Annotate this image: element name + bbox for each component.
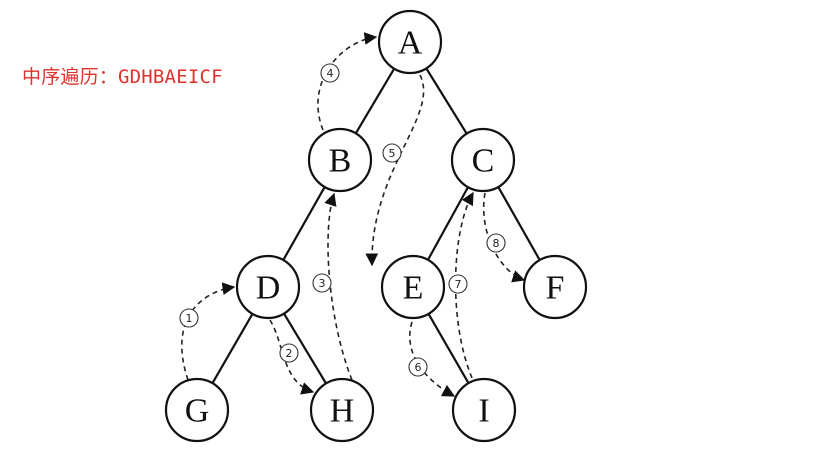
node-label-C: C	[472, 143, 495, 180]
tree-node-C: C	[450, 127, 516, 193]
svg-text:3: 3	[319, 277, 326, 290]
tree-node-E: E	[380, 254, 446, 320]
edge-A-B	[354, 68, 396, 134]
edge-D-G	[211, 313, 254, 384]
edge-E-I	[427, 313, 470, 384]
svg-text:8: 8	[493, 237, 500, 250]
edge-B-D	[282, 186, 326, 261]
svg-text:6: 6	[415, 361, 422, 374]
node-label-H: H	[330, 393, 355, 430]
svg-text:5: 5	[389, 147, 396, 160]
step-marker-3: 3	[312, 273, 332, 293]
svg-text:7: 7	[455, 278, 462, 291]
step-marker-1: 1	[179, 308, 199, 328]
tree-node-I: I	[451, 377, 517, 443]
traversal-arrows	[181, 32, 526, 397]
step-marker-4: 4	[320, 63, 340, 83]
node-label-I: I	[478, 393, 489, 430]
tree-edges	[211, 67, 541, 385]
node-label-F: F	[546, 270, 565, 307]
svg-text:1: 1	[186, 312, 193, 325]
tree-node-H: H	[309, 377, 375, 443]
step-marker-8: 8	[486, 233, 506, 253]
svg-text:4: 4	[327, 67, 334, 80]
edge-C-E	[427, 186, 469, 261]
tree-node-A: A	[377, 9, 443, 75]
node-label-E: E	[403, 270, 424, 307]
tree-node-B: B	[307, 127, 373, 193]
tree-node-D: D	[235, 254, 301, 320]
step-marker-6: 6	[408, 357, 428, 377]
node-label-A: A	[398, 25, 423, 62]
edge-C-F	[497, 186, 541, 261]
traversal-step-markers: 1 2 3 4 5 6 7 8	[179, 63, 506, 377]
traversal-caption: 中序遍历：GDHBAEICF	[22, 66, 223, 88]
edge-D-H	[283, 312, 327, 385]
node-label-B: B	[329, 143, 352, 180]
tree-node-G: G	[164, 377, 230, 443]
step-marker-7: 7	[448, 274, 468, 294]
step-marker-2: 2	[279, 343, 299, 363]
step-marker-5: 5	[382, 143, 402, 163]
traversal-arrow-5	[365, 74, 425, 267]
tree-nodes: A B C D E F G H I	[164, 9, 588, 443]
traversal-arrow-3	[324, 192, 353, 381]
tree-node-F: F	[522, 254, 588, 320]
traversal-arrow-1	[181, 282, 236, 381]
node-label-D: D	[256, 270, 281, 307]
node-label-G: G	[185, 393, 210, 430]
svg-text:2: 2	[286, 347, 293, 360]
edge-A-C	[425, 67, 468, 135]
